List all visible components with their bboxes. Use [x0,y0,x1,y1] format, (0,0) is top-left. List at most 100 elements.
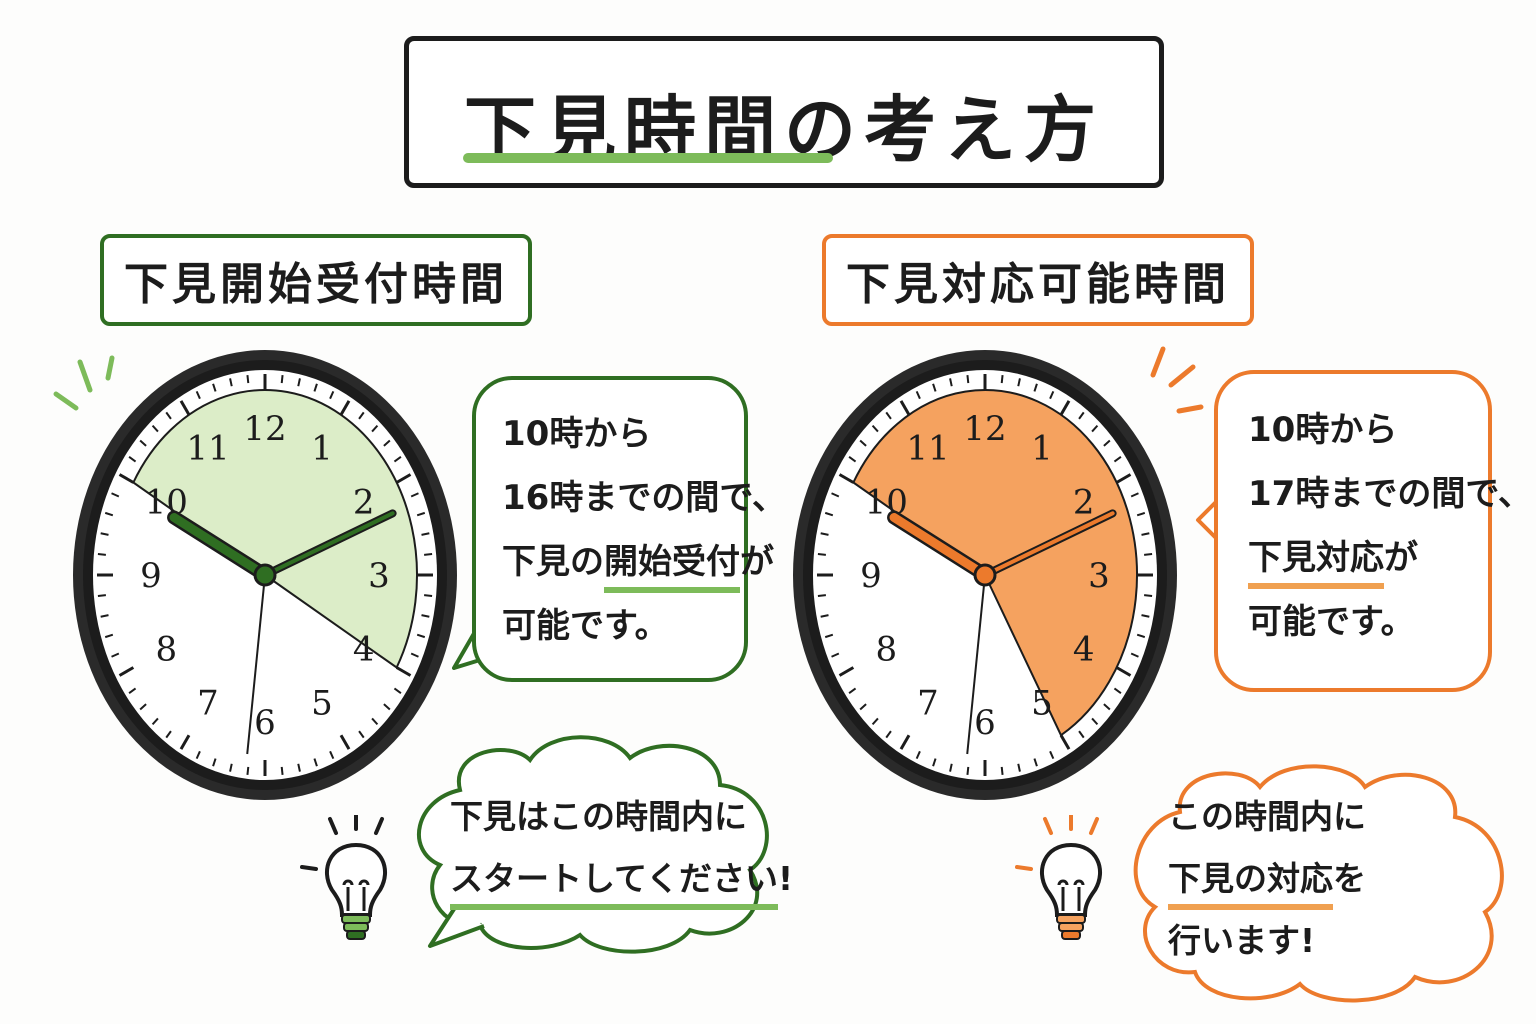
clock-tick [393,687,402,694]
clock-tick [128,687,137,694]
clock-tick [383,439,391,447]
clock-tick [329,390,335,400]
clock-tick [1144,552,1153,556]
clock-tick [118,473,135,484]
bubble-left-highlight: 開始受付 [604,537,740,593]
clock-tick [179,400,191,416]
clock-tick [1115,473,1132,484]
clock-number: 5 [311,683,333,723]
clock-number: 9 [140,556,162,596]
clock-tick [416,511,426,517]
clock-tick [1115,666,1132,677]
clock-tick [817,552,826,556]
clock-tick [1033,383,1038,392]
cloud-left-text: 下見はこの時間内に スタートしてください! [450,786,793,910]
clock-tick [1091,717,1099,726]
clock-tick [1091,424,1099,433]
clock-number: 1 [311,429,333,469]
clock-tick [1103,703,1111,711]
clock-tick [1130,652,1139,658]
bubble-right-line2: 17時までの間で、 [1248,474,1532,514]
cloud-left-highlight: スタートしてください [450,854,779,910]
clock-tick [1017,763,1021,772]
clock-number: 11 [906,429,949,469]
bubble-right-line3: 下見対応が [1248,526,1488,590]
clock-tick [139,703,147,711]
cloud-right-text: この時間内に 下見の対応を 行います! [1168,786,1366,972]
clock-tick [416,633,426,639]
clock-tick [358,730,365,739]
clock-tick [1136,633,1146,639]
bubble-right-highlight: 下見対応 [1248,533,1384,589]
clock-number: 11 [186,429,229,469]
clock-tick [831,652,840,658]
clock-tick [410,652,419,658]
clock-tick [831,492,840,498]
clock-tick [1017,378,1021,387]
clock-tick [1130,492,1139,498]
clock-tick [297,378,301,387]
second-hand [966,574,986,755]
cloud-right-line3: 行います! [1168,921,1316,960]
clock-number: 5 [1031,683,1053,723]
clock-tick [151,424,159,433]
clock-center [973,563,997,587]
clock-tick [395,666,412,677]
clock-tick [1033,758,1038,767]
clock-number: 12 [243,409,286,449]
clock-center [253,563,277,587]
clock-tick [246,374,250,384]
clock-tick [848,687,857,694]
clock-tick [1141,614,1150,618]
title-underline [463,153,833,163]
bubble-left-line1: 10時から [502,414,652,454]
clock-number: 2 [1073,483,1095,523]
clock-tick [280,766,284,776]
clock-tick [229,763,233,772]
minute-hand [983,511,1115,577]
hour-hand [169,513,270,580]
clock-tick [824,511,834,517]
clock-tick [966,766,970,776]
clock-tick [128,456,137,463]
clock-tick [1144,594,1153,598]
cloud-right-highlight: 下見の対応 [1168,854,1333,910]
clock-number: 8 [155,630,177,670]
clock-tick [111,492,120,498]
clock-tick [395,473,412,484]
thought-cloud-left [416,735,769,954]
clock-number: 12 [963,409,1006,449]
clock-number: 6 [254,703,276,743]
cloud-left-line2-post: ! [778,859,794,898]
clock-tick [297,763,301,772]
clock-tick [313,758,318,767]
speech-bubble-left: 10時から 16時までの間で、 下見の開始受付が 可能です。 [472,376,786,682]
clock-tick [229,378,233,387]
bubble-left-line3-post: が [740,542,774,582]
clock-tick [339,734,351,750]
clock-tick [1059,400,1071,416]
cloud-right-line1: この時間内に [1168,797,1366,836]
cloud-right-line2-post: を [1333,859,1366,898]
clock-tick [246,766,250,776]
clock-tick [820,614,829,618]
clock-tick [949,763,953,772]
clock-tick [100,532,109,536]
clock-tick [104,511,114,517]
bubble-left-line2: 16時までの間で、 [502,478,786,518]
hour-hand [889,513,990,580]
clock-tick [118,666,135,677]
clock-tick [1113,456,1122,463]
bubble-left-line3-pre: 下見の [502,542,604,582]
clock-tick [899,400,911,416]
clock-tick [1141,532,1150,536]
clock-tick [179,734,191,750]
clock-number: 7 [917,683,939,723]
clock-tick [848,456,857,463]
clock-number: 3 [1088,556,1110,596]
second-hand [246,574,266,755]
clock-number: 1 [1031,429,1053,469]
clock-tick [383,703,391,711]
clock-number: 4 [353,630,375,670]
